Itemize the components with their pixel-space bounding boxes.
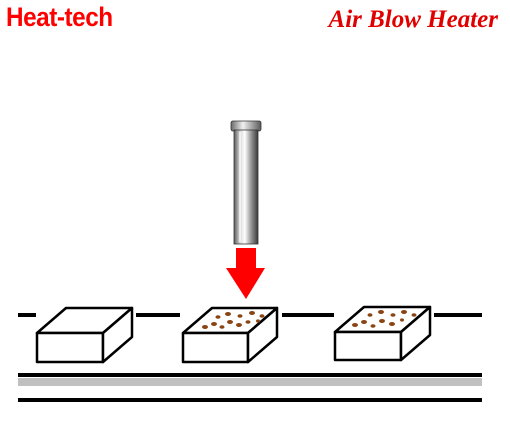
box-processed (333, 305, 432, 362)
particles (352, 310, 417, 328)
down-arrow-icon (226, 248, 265, 299)
heater-tube-icon (230, 120, 262, 245)
page-title: Air Blow Heater (328, 6, 498, 33)
box-empty (35, 306, 134, 364)
brand-logo-text: Heat-tech (6, 2, 113, 32)
particles (202, 311, 265, 329)
box-heated (181, 306, 279, 364)
conveyor-rails (18, 373, 482, 402)
